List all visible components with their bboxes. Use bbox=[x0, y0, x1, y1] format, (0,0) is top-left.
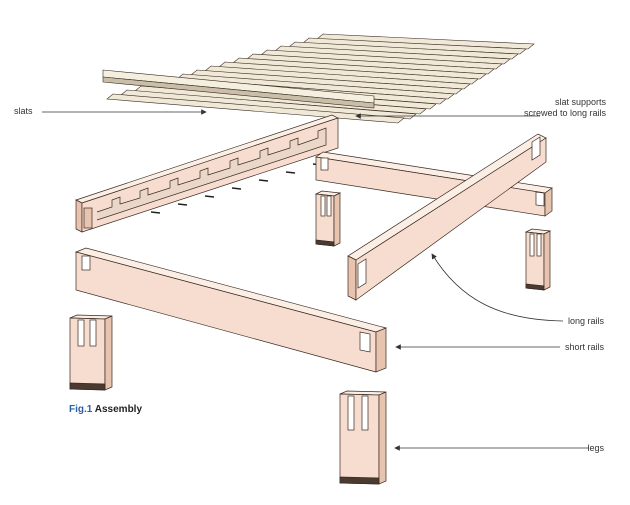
short-rail-front bbox=[74, 247, 388, 373]
leg-back-left bbox=[314, 190, 342, 247]
leg-back-right bbox=[524, 228, 552, 291]
label-slat-supports-line2: screwed to long rails bbox=[523, 108, 606, 118]
figure-caption: Fig.1 Assembly bbox=[69, 404, 142, 415]
label-slats: slats bbox=[14, 106, 33, 116]
long-rails-leader bbox=[431, 253, 564, 322]
label-short-rails: short rails bbox=[564, 342, 604, 352]
label-long-rails: long rails bbox=[567, 316, 604, 326]
long-rail-right bbox=[347, 133, 547, 301]
leg-front-center bbox=[339, 390, 387, 485]
label-legs: legs bbox=[587, 443, 604, 453]
slat-support-rail bbox=[75, 114, 339, 233]
leader-lines bbox=[42, 109, 589, 451]
figure-number: Fig.1 bbox=[69, 404, 93, 415]
slats-group bbox=[102, 33, 535, 124]
figure-title: Assembly bbox=[94, 404, 143, 415]
label-slat-supports-line1: slat supports bbox=[554, 97, 606, 107]
leg-front-left bbox=[69, 314, 113, 391]
